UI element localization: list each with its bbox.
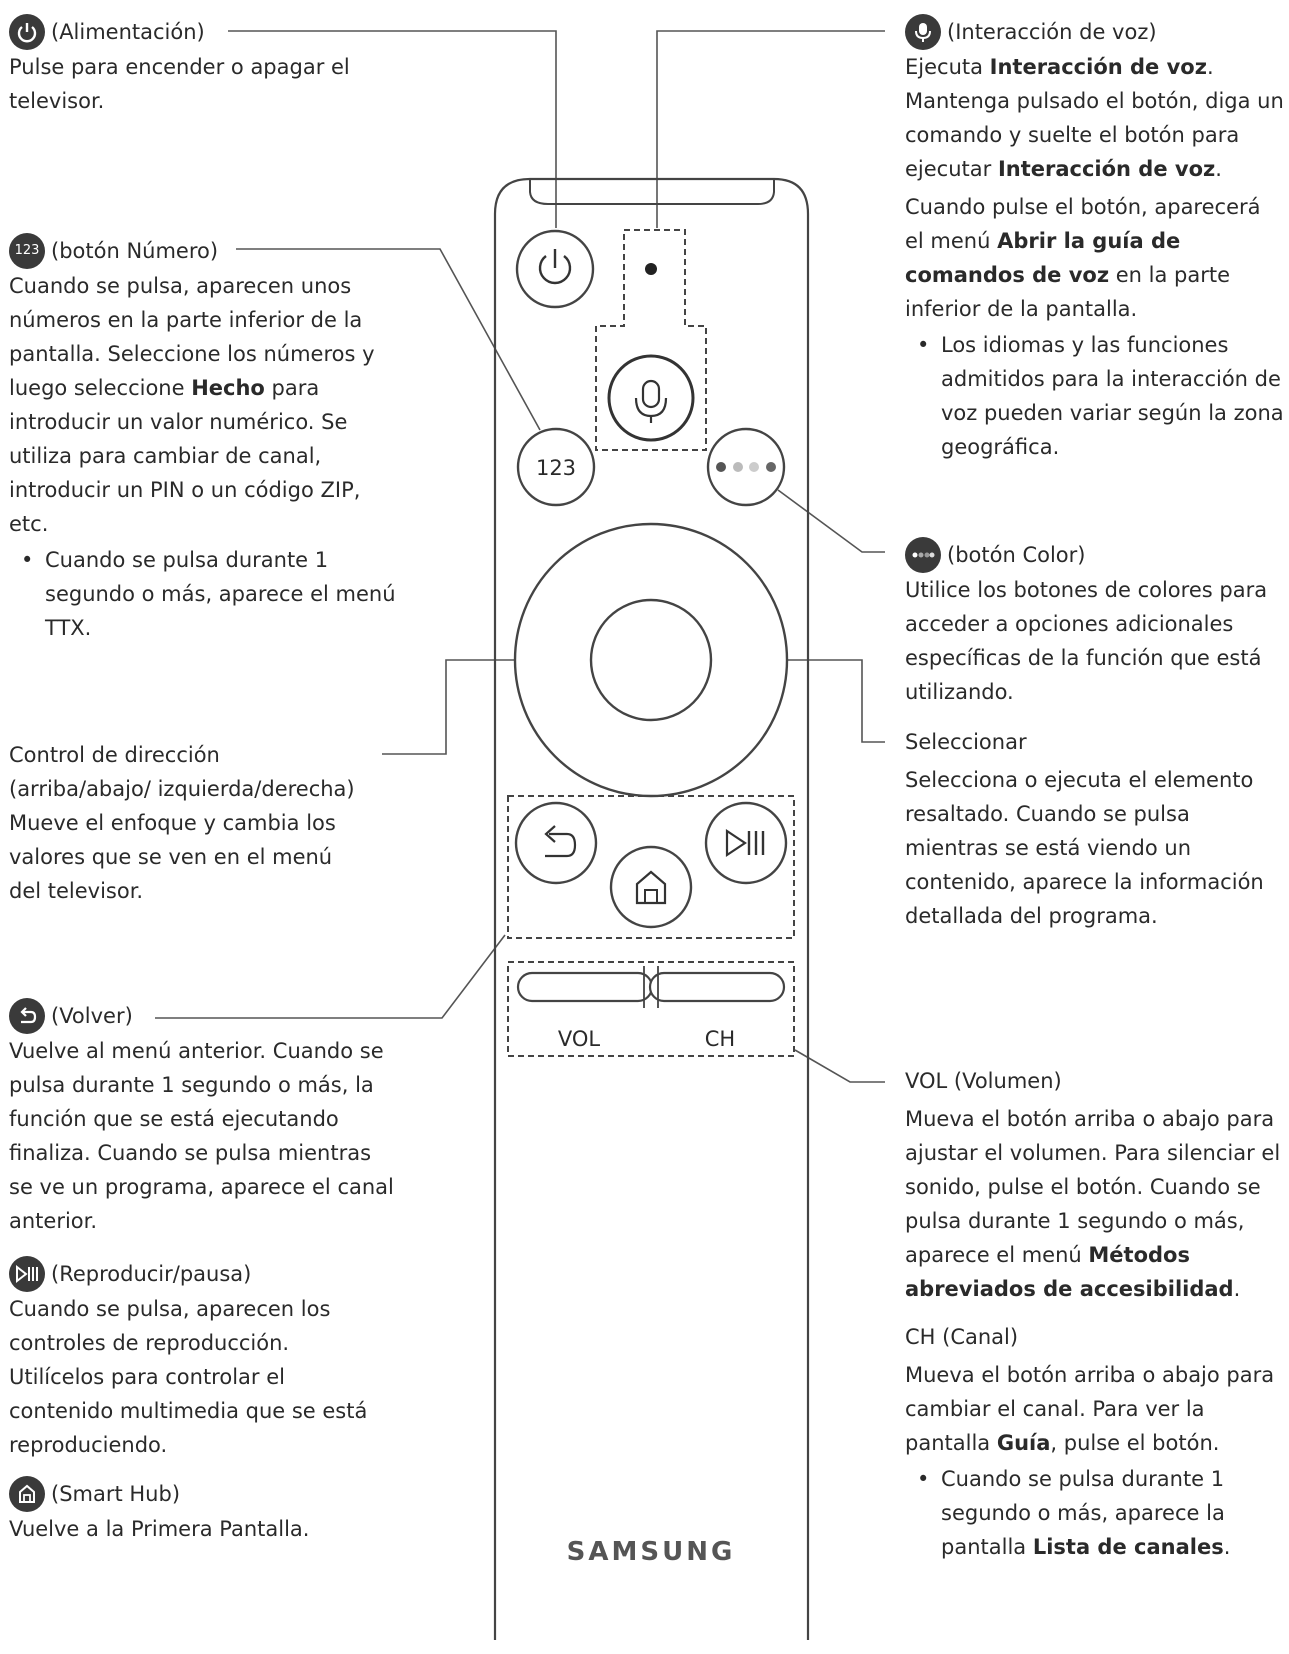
power-title: (Alimentación) — [51, 20, 205, 44]
number-button[interactable]: 123 — [516, 427, 596, 507]
ch-bullet: Cuando se pulsa durante 1 segundo o más,… — [905, 1462, 1285, 1564]
brand-logo: SAMSUNG — [567, 1537, 736, 1567]
leader-vol — [794, 1049, 885, 1083]
vol-description: VOL (Volumen) Mueva el botón arriba o ab… — [905, 1064, 1285, 1306]
power-text: Pulse para encender o apagar el televiso… — [9, 55, 350, 113]
svg-text:123: 123 — [536, 456, 576, 480]
smart-hub-button[interactable] — [609, 845, 693, 929]
direction-text: Mueve el enfoque y cambia los valores qu… — [9, 811, 336, 903]
voice-text-2: Cuando pulse el botón, aparecerá el menú… — [905, 195, 1261, 321]
play-text: Cuando se pulsa, aparecen los controles … — [9, 1297, 368, 1457]
number-text: Cuando se pulsa, aparecen unos números e… — [9, 274, 375, 536]
play-title: (Reproducir/pausa) — [51, 1262, 252, 1286]
mic-dashed-region — [595, 229, 707, 451]
smarthub-title: (Smart Hub) — [51, 1482, 181, 1506]
microphone-icon — [905, 14, 941, 50]
color-description: (botón Color) Utilice los botones de col… — [905, 537, 1280, 709]
ch-title: CH (Canal) — [905, 1325, 1019, 1349]
vol-rocker[interactable] — [516, 971, 654, 1003]
color-text: Utilice los botones de colores para acce… — [905, 578, 1268, 704]
voice-bullet: Los idiomas y las funciones admitidos pa… — [905, 328, 1285, 464]
select-title: Seleccionar — [905, 730, 1027, 754]
number-description: 123 (botón Número) Cuando se pulsa, apar… — [9, 233, 404, 645]
leader-voice — [656, 30, 885, 228]
back-text: Vuelve al menú anterior. Cuando se pulsa… — [9, 1039, 394, 1233]
back-description: (Volver) Vuelve al menú anterior. Cuando… — [9, 998, 394, 1238]
vol-label: VOL — [558, 1027, 601, 1051]
power-button[interactable] — [515, 229, 595, 309]
leader-back — [155, 934, 506, 1019]
leader-direction — [382, 659, 556, 755]
color-title: (botón Color) — [947, 543, 1086, 567]
smarthub-description: (Smart Hub) Vuelve a la Primera Pantalla… — [9, 1476, 409, 1546]
voice-text-1: Ejecuta Interacción de voz. Mantenga pul… — [905, 55, 1284, 181]
back-icon — [9, 998, 45, 1034]
color-button[interactable] — [706, 427, 786, 507]
power-description: (Alimentación) Pulse para encender o apa… — [9, 14, 449, 118]
play-description: (Reproducir/pausa) Cuando se pulsa, apar… — [9, 1256, 389, 1462]
ch-label: CH — [705, 1027, 735, 1051]
select-button[interactable] — [589, 598, 713, 722]
ch-text: Mueva el botón arriba o abajo para cambi… — [905, 1363, 1275, 1455]
smarthub-text: Vuelve a la Primera Pantalla. — [9, 1517, 310, 1541]
voice-button[interactable] — [607, 354, 695, 442]
remote-body — [493, 177, 810, 1640]
play-pause-button[interactable] — [704, 801, 788, 885]
vol-ch-dashed-region — [507, 961, 795, 1057]
back-button[interactable] — [514, 801, 598, 885]
leader-power — [228, 30, 557, 228]
direction-description: Control de dirección (arriba/abajo/ izqu… — [9, 738, 359, 908]
ch-rocker[interactable] — [648, 971, 786, 1003]
home-icon — [9, 1476, 45, 1512]
voice-title: (Interacción de voz) — [947, 20, 1157, 44]
back-title: (Volver) — [51, 1004, 133, 1028]
number-bullet: Cuando se pulsa durante 1 segundo o más,… — [9, 543, 404, 645]
power-icon — [9, 14, 45, 50]
remote-top-curve — [529, 179, 775, 205]
leader-color — [777, 489, 885, 553]
color-buttons-icon — [905, 537, 941, 573]
vol-title: VOL (Volumen) — [905, 1069, 1062, 1093]
direction-title: Control de dirección (arriba/abajo/ izqu… — [9, 743, 355, 801]
play-pause-icon — [9, 1256, 45, 1292]
voice-description: (Interacción de voz) Ejecuta Interacción… — [905, 14, 1285, 464]
select-text: Selecciona o ejecuta el elemento resalta… — [905, 768, 1264, 928]
mic-hole — [645, 263, 657, 275]
number-icon: 123 — [9, 233, 45, 269]
ch-description: CH (Canal) Mueva el botón arriba o abajo… — [905, 1320, 1285, 1564]
vol-text: Mueva el botón arriba o abajo para ajust… — [905, 1107, 1281, 1301]
nav-dashed-region — [507, 795, 795, 939]
select-description: Seleccionar Selecciona o ejecuta el elem… — [905, 725, 1285, 933]
number-title: (botón Número) — [51, 239, 219, 263]
leader-number — [236, 248, 541, 431]
